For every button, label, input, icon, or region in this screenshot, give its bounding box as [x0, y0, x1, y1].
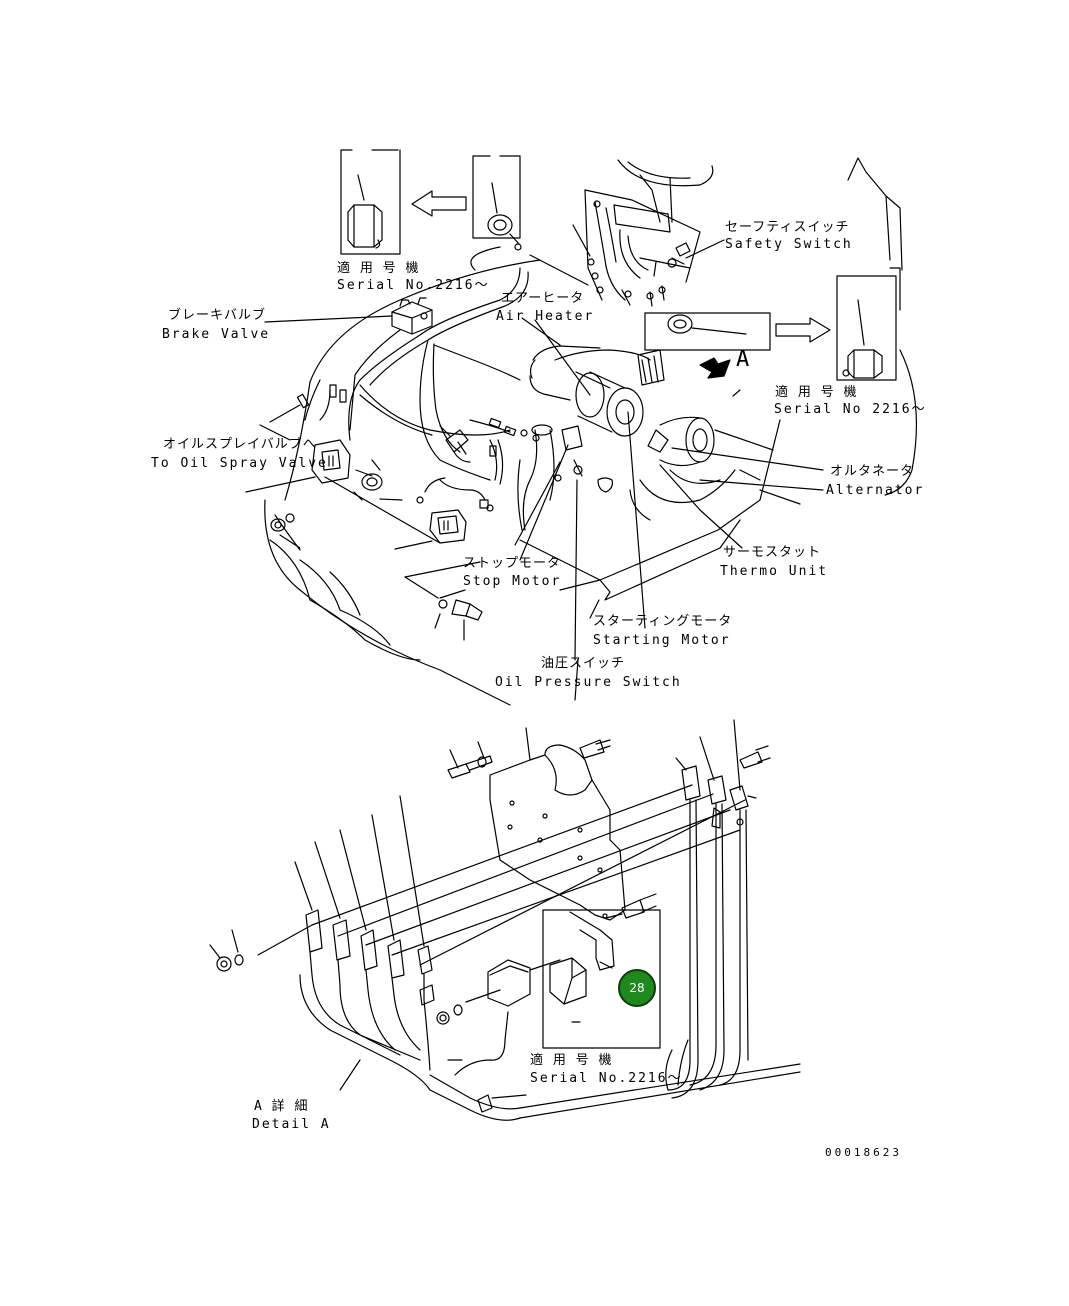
air-heater-label-jp: エアーヒータ	[501, 291, 585, 306]
serial-right-label: Serial No 2216〜	[774, 402, 927, 417]
starting-motor-label: Starting Motor	[593, 633, 731, 648]
serial-top-label-jp: 適 用 号 機	[337, 261, 420, 276]
steering-area	[529, 159, 714, 301]
arrow-right-icon	[775, 317, 831, 343]
serial-top-label: Serial No.2216〜	[337, 278, 490, 293]
connector-row	[305, 909, 435, 1006]
brake-valve-label-jp: ブレーキバルブ	[168, 308, 267, 323]
air-heater-label: Air Heater	[496, 309, 595, 324]
safety-switch-part	[621, 242, 691, 307]
inset-sensor-top	[472, 155, 522, 251]
oil-pressure-label: Oil Pressure Switch	[495, 675, 682, 690]
detail-marker-a: A	[736, 347, 750, 372]
detail-a-label: Detail A	[252, 1117, 331, 1132]
serial-bottom-label-jp: 適 用 号 機	[530, 1053, 613, 1068]
detail-a-label-jp: A 詳 細	[254, 1099, 309, 1114]
inset-relay-right	[836, 275, 918, 496]
oil-spray-label-jp: オイルスプレイバルブへ	[163, 437, 317, 452]
safety-switch-label-jp: セーフティスイッチ	[725, 220, 850, 235]
thermo-label: Thermo Unit	[720, 564, 829, 579]
engine-block	[264, 259, 781, 706]
callout-badge[interactable]: 28	[618, 969, 656, 1007]
thermo-label-jp: サーモスタット	[723, 545, 822, 560]
serial-bottom-label: Serial No.2216〜	[530, 1071, 683, 1086]
inset-sensor-mid	[644, 312, 771, 351]
brake-valve-label: Brake Valve	[162, 327, 271, 342]
drawing-number: 00018623	[825, 1146, 902, 1159]
leaders-top	[245, 239, 824, 701]
big-arrow-icon	[699, 357, 731, 379]
safety-switch-label: Safety Switch	[725, 237, 853, 252]
wiring-harness	[270, 267, 540, 621]
alternator-label-jp: オルタネータ	[830, 464, 915, 479]
alternator-label: Alternator	[826, 483, 925, 498]
starting-motor-label-jp: スターティングモータ	[593, 614, 733, 629]
oil-spray-label: To Oil Spray Valve	[151, 456, 328, 471]
oil-pressure-label-jp: 油圧スイッチ	[541, 656, 626, 671]
detail-a-assembly	[209, 719, 801, 1121]
inset-relay-top-left	[340, 149, 401, 255]
serial-right-label-jp: 適 用 号 機	[775, 385, 858, 400]
stop-motor-label-jp: ストップモータ	[463, 556, 562, 571]
stop-motor-label: Stop Motor	[463, 574, 562, 589]
arrow-left-icon	[411, 190, 467, 217]
right-top-frame	[847, 157, 903, 311]
